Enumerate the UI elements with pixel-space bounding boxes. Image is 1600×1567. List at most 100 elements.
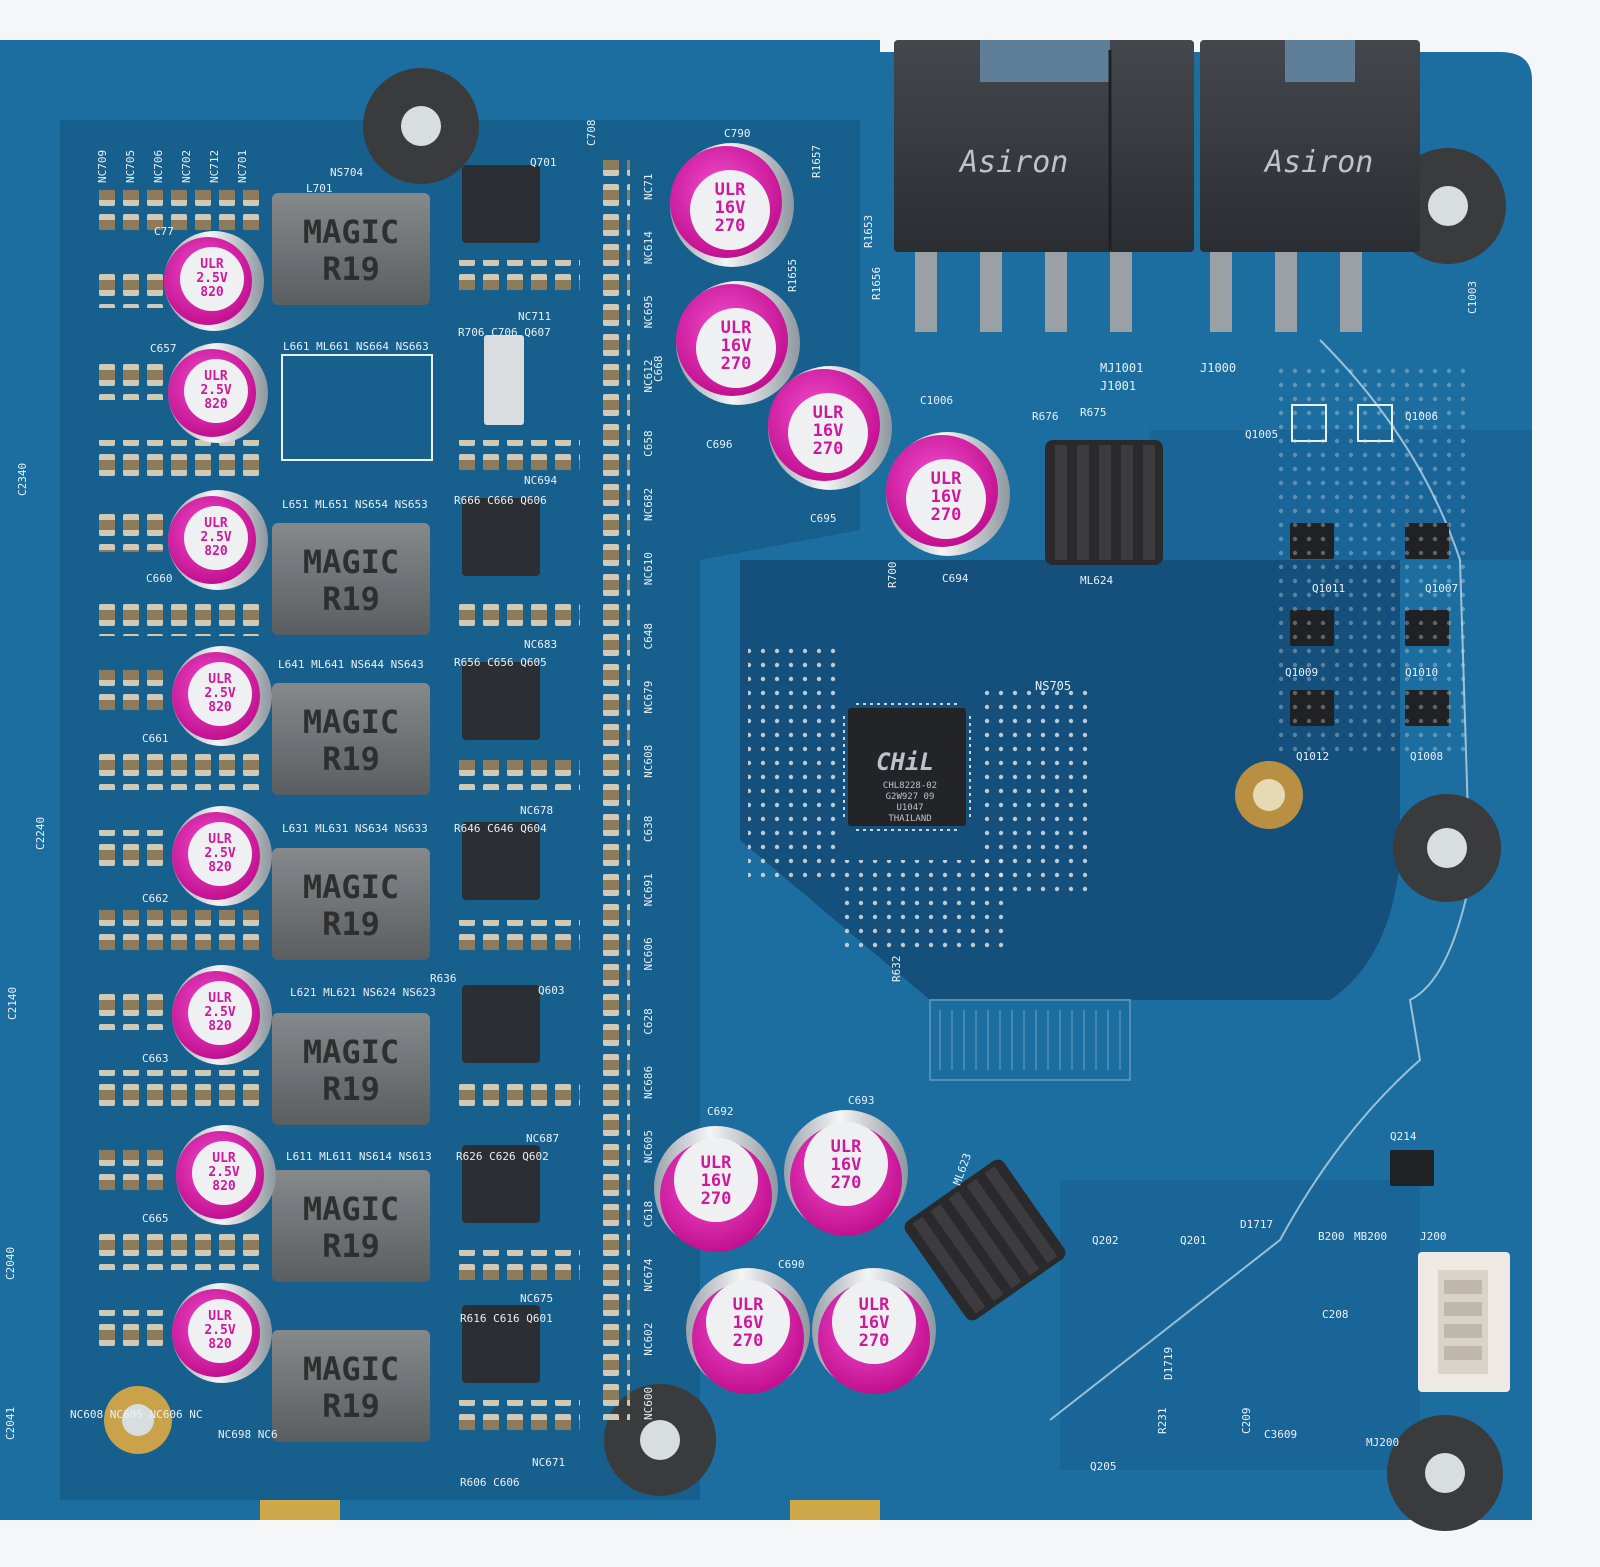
- label-right-col-9: NC608: [642, 745, 655, 778]
- label-nc608: NC608 NC605 NC606 NC: [70, 1408, 202, 1421]
- choke-7[interactable]: MAGIC R19: [272, 1330, 430, 1442]
- label-c663: C663: [142, 1052, 169, 1065]
- choke-2[interactable]: MAGIC R19: [272, 523, 430, 635]
- label-c708: C708: [585, 120, 598, 147]
- label-l631: L631 ML631 NS634 NS633: [282, 822, 428, 835]
- label-right-col-11: NC691: [642, 873, 655, 906]
- label-right-col-17: NC674: [642, 1258, 655, 1291]
- svg-text:270: 270: [859, 1331, 890, 1351]
- svg-text:U1047: U1047: [896, 803, 923, 813]
- svg-text:16V: 16V: [813, 421, 844, 441]
- label-q1008: Q1008: [1410, 750, 1443, 763]
- label-mb200: MB200: [1354, 1230, 1387, 1243]
- label-nc675: NC675: [520, 1292, 553, 1305]
- label-q603: Q603: [538, 984, 565, 997]
- label-q201: Q201: [1180, 1234, 1207, 1247]
- passive-cluster-below: [840, 860, 1010, 950]
- svg-text:MAGIC: MAGIC: [303, 213, 399, 251]
- label-nc709: NC709: [96, 150, 109, 183]
- label-c661: C661: [142, 732, 169, 745]
- label-c662: C662: [142, 892, 169, 905]
- small-cap-2[interactable]: ULR 2.5V 820: [168, 343, 268, 443]
- choke-4[interactable]: MAGIC R19: [272, 848, 430, 960]
- svg-text:16V: 16V: [721, 336, 752, 356]
- label-d1719: D1719: [1162, 1347, 1175, 1380]
- svg-text:R19: R19: [322, 1387, 380, 1425]
- label-r231: R231: [1156, 1408, 1169, 1435]
- svg-text:2.5V: 2.5V: [196, 271, 227, 286]
- svg-text:270: 270: [701, 1189, 732, 1209]
- big-cap-c691[interactable]: ULR 16V 270: [812, 1268, 936, 1394]
- choke-3[interactable]: MAGIC R19: [272, 683, 430, 795]
- label-nc694: NC694: [524, 474, 557, 487]
- svg-text:R19: R19: [322, 580, 380, 618]
- label-r676: R676: [1032, 410, 1059, 423]
- svg-text:16V: 16V: [715, 198, 746, 218]
- label-c2041: C2041: [4, 1407, 17, 1440]
- label-right-col-15: NC605: [642, 1130, 655, 1163]
- power-connector-8pin: Asiron: [894, 40, 1194, 332]
- small-cap-3[interactable]: ULR 2.5V 820: [168, 490, 268, 590]
- label-nc671: NC671: [532, 1456, 565, 1469]
- big-cap-c693[interactable]: ULR 16V 270: [784, 1110, 908, 1236]
- svg-text:ULR: ULR: [859, 1295, 890, 1315]
- svg-text:16V: 16V: [859, 1313, 890, 1333]
- big-cap-c668[interactable]: ULR 16V 270: [676, 281, 800, 405]
- label-nc701: NC701: [236, 150, 249, 183]
- label-r616: R616 C616 Q601: [460, 1312, 553, 1325]
- svg-text:2.5V: 2.5V: [204, 846, 235, 861]
- svg-text:ULR: ULR: [208, 1309, 232, 1324]
- label-q1012: Q1012: [1296, 750, 1329, 763]
- label-right-col-2: NC695: [642, 295, 655, 328]
- svg-text:CHL8228-02: CHL8228-02: [883, 781, 937, 791]
- svg-text:R19: R19: [322, 250, 380, 288]
- label-r646: R646 C646 Q604: [454, 822, 547, 835]
- label-r632: R632: [890, 956, 903, 983]
- small-cap-1[interactable]: ULR 2.5V 820: [164, 231, 264, 331]
- small-cap-6[interactable]: ULR 2.5V 820: [172, 965, 272, 1065]
- label-b200: B200: [1318, 1230, 1345, 1243]
- choke-6[interactable]: MAGIC R19: [272, 1170, 430, 1282]
- svg-text:16V: 16V: [701, 1171, 732, 1191]
- label-q1009: Q1009: [1285, 666, 1318, 679]
- label-c693: C693: [848, 1094, 875, 1107]
- label-ns705: NS705: [1035, 679, 1071, 693]
- smd-array-left: [96, 190, 266, 1350]
- label-c209: C209: [1240, 1408, 1253, 1435]
- big-cap-c790[interactable]: ULR 16V 270: [670, 143, 794, 267]
- label-j1001: J1001: [1100, 379, 1136, 393]
- label-nc698: NC698 NC6: [218, 1428, 278, 1441]
- label-c2240: C2240: [34, 817, 47, 850]
- connector-brand-left: Asiron: [958, 145, 1068, 180]
- svg-text:R19: R19: [322, 1070, 380, 1108]
- choke-1[interactable]: MAGIC R19: [272, 193, 430, 305]
- label-mj200: MJ200: [1366, 1436, 1399, 1449]
- small-cap-7[interactable]: ULR 2.5V 820: [176, 1125, 276, 1225]
- label-c1006: C1006: [920, 394, 953, 407]
- label-right-col-12: NC606: [642, 937, 655, 970]
- label-c694: C694: [942, 572, 969, 585]
- label-c790: C790: [724, 127, 751, 140]
- big-cap-c690[interactable]: ULR 16V 270: [686, 1268, 810, 1394]
- small-cap-8[interactable]: ULR 2.5V 820: [172, 1283, 272, 1383]
- label-right-col-14: NC686: [642, 1066, 655, 1099]
- big-cap-c692[interactable]: ULR 16V 270: [654, 1126, 778, 1252]
- heatsink-ml623: [904, 1159, 1066, 1321]
- choke-5[interactable]: MAGIC R19: [272, 1013, 430, 1125]
- small-cap-4[interactable]: ULR 2.5V 820: [172, 646, 272, 746]
- label-ml624: ML624: [1080, 574, 1113, 587]
- label-r626: R626 C626 Q602: [456, 1150, 549, 1163]
- small-cap-5[interactable]: ULR 2.5V 820: [172, 806, 272, 906]
- svg-text:820: 820: [208, 860, 232, 875]
- label-j200: J200: [1420, 1230, 1447, 1243]
- label-r675: R675: [1080, 406, 1107, 419]
- big-cap-c696[interactable]: ULR 16V 270: [768, 366, 892, 490]
- label-right-col-16: C618: [642, 1201, 655, 1228]
- pwm-controller-chip[interactable]: CHiL CHL8228-02 G2W927 09 U1047 THAILAND: [843, 703, 971, 831]
- svg-text:ULR: ULR: [701, 1153, 732, 1173]
- big-cap-c694[interactable]: ULR 16V 270: [886, 432, 1010, 556]
- label-r1656: R1656: [870, 267, 883, 300]
- mounting-hole-right-mid: [1393, 794, 1501, 902]
- transistor-array: [1270, 360, 1470, 1186]
- label-l701: L701: [306, 182, 333, 195]
